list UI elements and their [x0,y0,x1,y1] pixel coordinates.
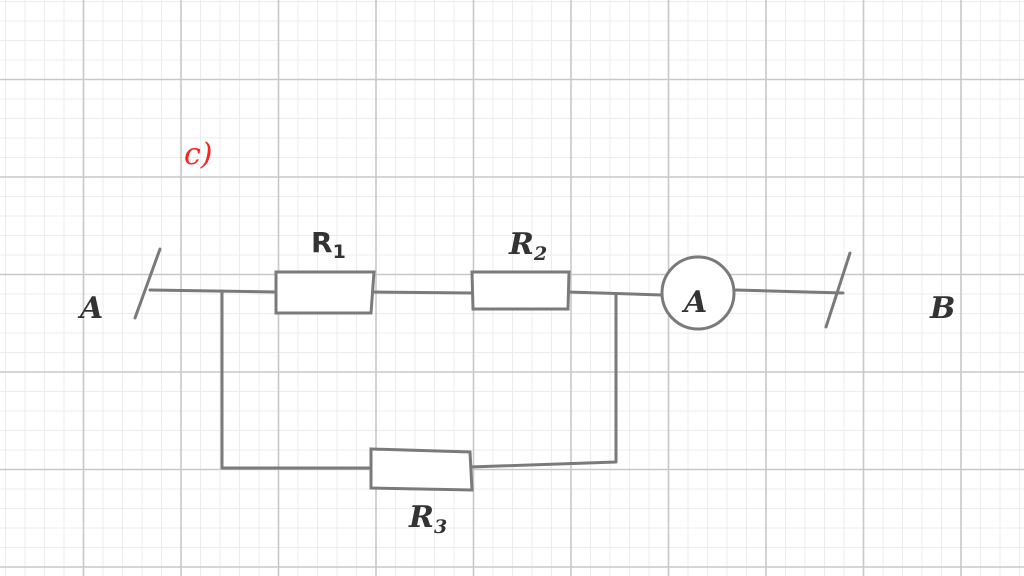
terminal-b-tick [824,251,852,329]
r2-label-sub: 2 [533,243,547,265]
terminal-a-tick [133,247,162,320]
wires [133,247,852,470]
resistor-r3 [369,447,474,492]
r1-label: R1 [311,226,346,263]
resistor-r2 [470,270,571,311]
part-label: c) [184,137,213,172]
wire-a-to-r1 [148,288,278,294]
r2-label: R2 [508,227,547,265]
ammeter-label: A [681,285,707,320]
terminal-a-label: A [77,291,103,326]
r3-label-sub: 3 [434,516,447,538]
r3-label-base: R [408,500,434,535]
wire-left-branch-down [220,289,374,470]
r1-label-sub: 1 [333,241,346,263]
r1-label-base: R [311,226,333,259]
wire-r1-to-r2 [370,290,474,295]
r2-label-base: R [508,227,534,262]
ammeter-circle [660,255,736,331]
terminal-b-label: B [929,291,955,326]
resistor-r1 [274,270,376,315]
wire-right-branch-down [468,292,618,469]
wire-ammeter-to-b [734,288,845,295]
r3-label: R3 [408,500,447,538]
